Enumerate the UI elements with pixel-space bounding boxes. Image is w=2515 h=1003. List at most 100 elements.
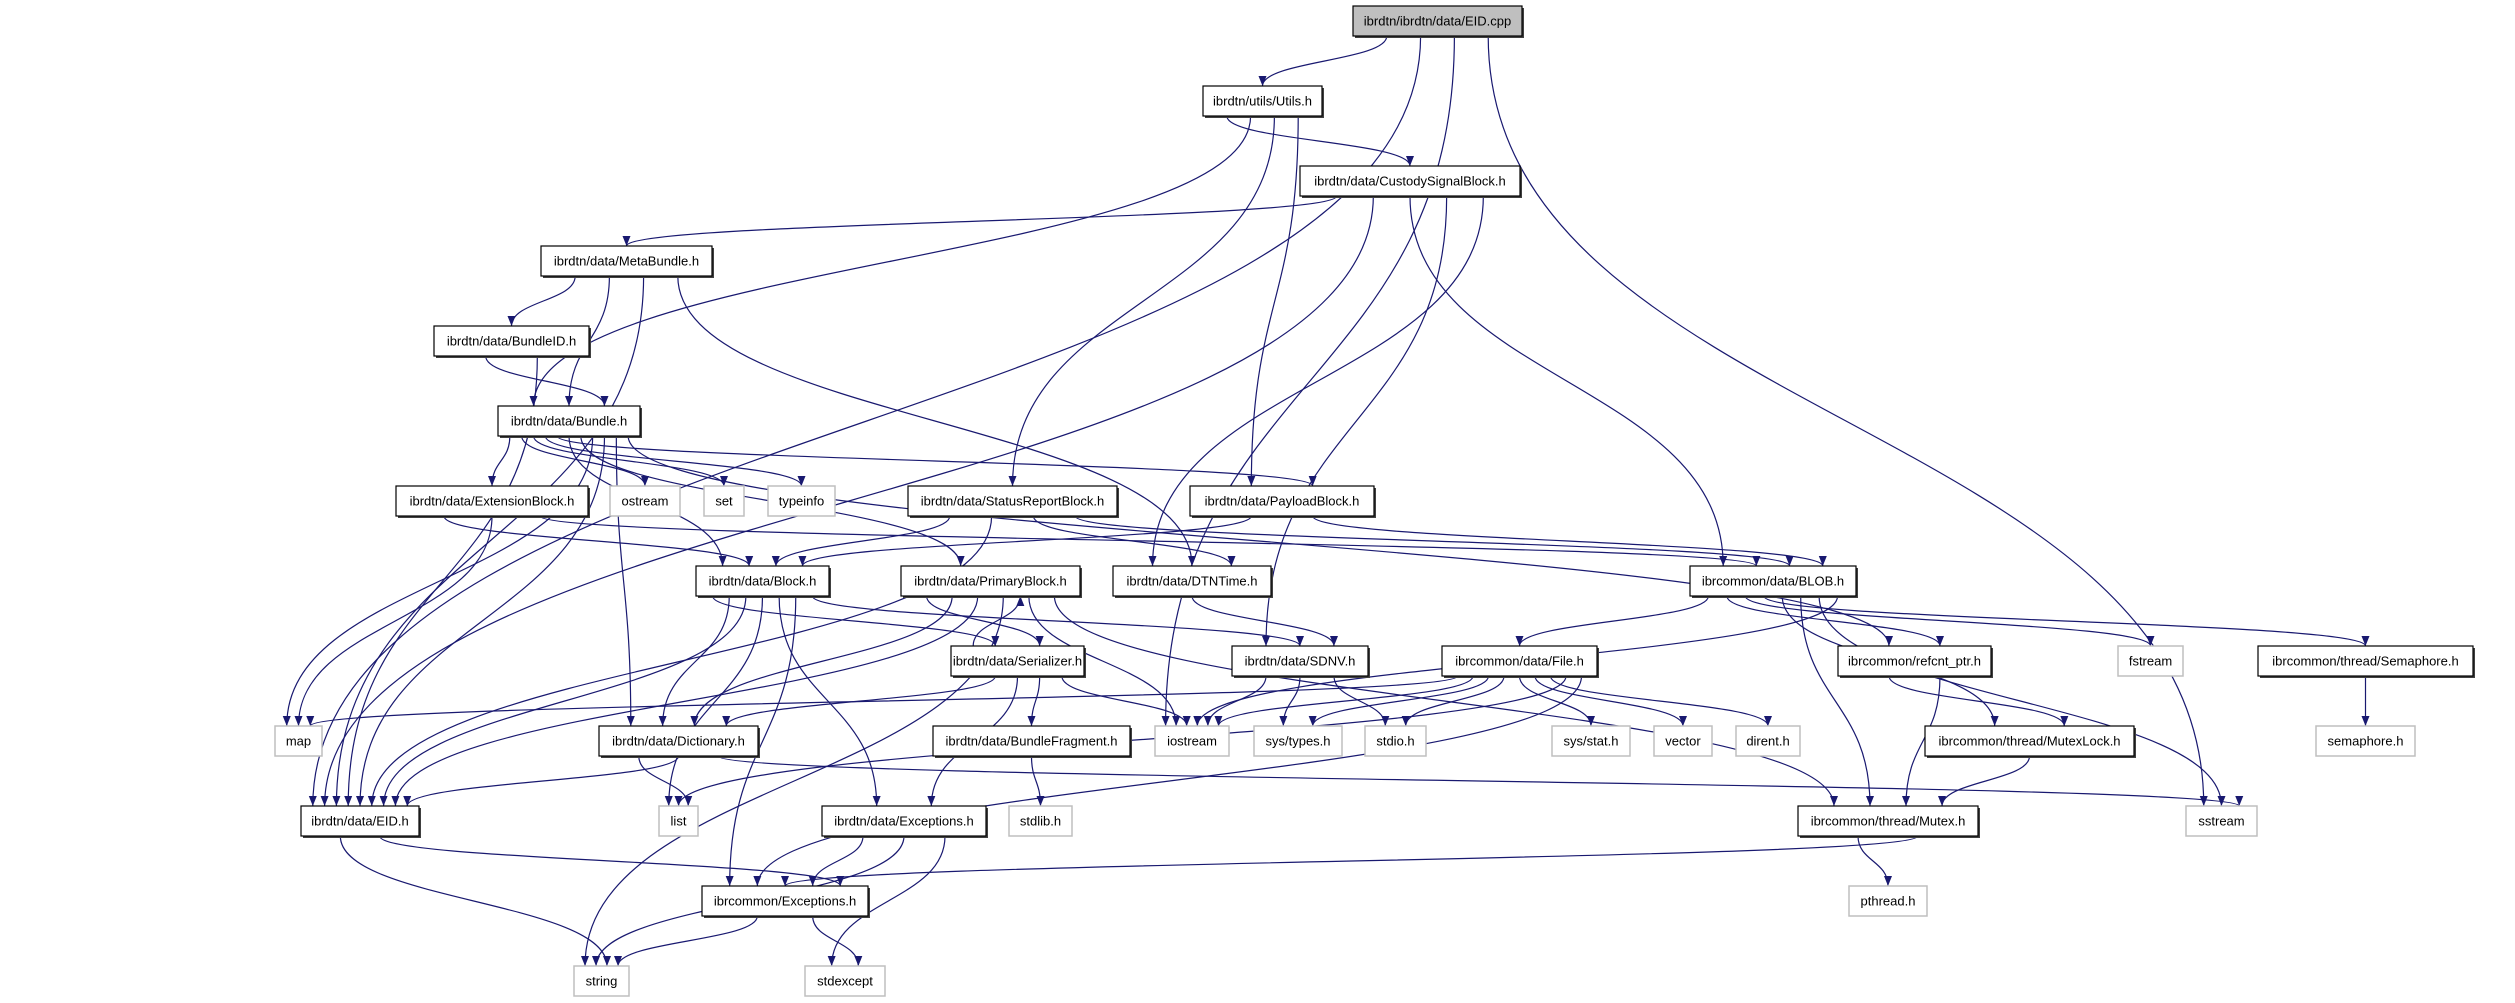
edge-mutexlock-to-mutex [1938,755,2031,807]
node-label: set [715,494,733,509]
node-bundleid[interactable]: ibrdtn/data/BundleID.h [433,325,591,358]
node-box [821,805,987,837]
node-box [609,485,681,517]
node-refcnt[interactable]: ibrcommon/refcnt_ptr.h [1837,645,1993,678]
edge-file-to-vector [1534,675,1687,727]
node-label: sstream [2198,814,2244,829]
node-mutexlock[interactable]: ibrcommon/thread/MutexLock.h [1924,725,2136,758]
node-set: set [703,485,745,517]
nodes-layer: ibrdtn/ibrdtn/data/EID.cpp ibrdtn/utils/U… [274,5,2475,997]
edge-utils-to-payload [1247,115,1299,487]
node-label: ibrdtn/data/MetaBundle.h [554,254,699,269]
node-stdio: stdio.h [1364,725,1427,757]
node-ostream: ostream [609,485,681,517]
node-label: ibrdtn/data/PayloadBlock.h [1205,494,1360,509]
node-mutex[interactable]: ibrcommon/thread/Mutex.h [1797,805,1980,838]
node-label: dirent.h [1746,734,1789,749]
node-dictionary[interactable]: ibrdtn/data/Dictionary.h [598,725,760,758]
node-utils[interactable]: ibrdtn/utils/Utils.h [1202,85,1324,118]
node-label: ibrcommon/data/File.h [1455,654,1584,669]
edge-dictionary-to-list [638,755,693,807]
edge-metabundle-to-eid_h [332,275,645,807]
node-extblock[interactable]: ibrdtn/data/ExtensionBlock.h [395,485,590,518]
node-eid_h[interactable]: ibrdtn/data/EID.h [300,805,421,838]
node-block[interactable]: ibrdtn/data/Block.h [695,565,831,598]
edge-bundle-to-extblock [488,435,511,487]
node-box [1797,805,1979,837]
edge-block-to-serializer [712,595,1000,647]
node-label: stdlib.h [1020,814,1061,829]
edge-serializer-to-bundlefragment [1027,675,1041,727]
node-label: typeinfo [779,494,825,509]
edge-eid_cpp-to-sstream [1487,35,2208,807]
edge-block-to-ibrexceptions [725,595,797,887]
edge-block-to-list [664,595,764,807]
node-box [1837,645,1992,677]
edge-mutex-to-pthread [1857,835,1892,887]
node-box [701,885,869,917]
node-primary[interactable]: ibrdtn/data/PrimaryBlock.h [900,565,1082,598]
node-label: semaphore.h [2328,734,2404,749]
node-label: ibrdtn/utils/Utils.h [1213,94,1312,109]
edges-layer [282,35,2370,967]
node-box [1352,5,1523,37]
node-statusreport[interactable]: ibrdtn/data/StatusReportBlock.h [907,485,1119,518]
node-iostream: iostream [1154,725,1230,757]
node-dtntime[interactable]: ibrdtn/data/DTNTime.h [1112,565,1273,598]
edge-extblock-to-blob [539,515,1760,567]
node-box [395,485,589,517]
node-label: ibrcommon/Exceptions.h [714,894,856,909]
node-blob[interactable]: ibrcommon/data/BLOB.h [1689,565,1858,598]
node-label: list [671,814,687,829]
node-stdexcept: stdexcept [804,965,886,997]
edge-bundle-to-refcnt [627,435,1893,647]
node-payload[interactable]: ibrdtn/data/PayloadBlock.h [1189,485,1376,518]
edge-file-to-ibrexceptions [753,675,1583,887]
node-serializer[interactable]: ibrdtn/data/Serializer.h [950,645,1086,678]
node-file[interactable]: ibrcommon/data/File.h [1441,645,1599,678]
edge-sdnv-to-iostream [1203,675,1267,727]
edge-eid_cpp-to-utils [1258,35,1388,87]
edge-utils-to-statusreport [1008,115,1275,487]
edge-custody-to-dtntime [1148,195,1484,567]
node-box [300,805,420,837]
node-bundle[interactable]: ibrdtn/data/Bundle.h [497,405,642,438]
edge-exceptions-to-stdexcept [827,835,946,967]
node-box [1299,165,1521,197]
edge-bundle-to-typeinfo [544,435,806,487]
node-label: stdexcept [817,974,873,989]
node-bundlefragment[interactable]: ibrdtn/data/BundleFragment.h [932,725,1132,758]
edge-blob-to-fstream [1744,595,2155,647]
node-map: map [274,725,323,757]
node-eid_cpp[interactable]: ibrdtn/ibrdtn/data/EID.cpp [1352,5,1524,38]
node-label: string [586,974,618,989]
node-label: ibrdtn/data/Serializer.h [953,654,1082,669]
node-label: ibrdtn/data/PrimaryBlock.h [914,574,1066,589]
node-semaphore[interactable]: ibrcommon/thread/Semaphore.h [2257,645,2475,678]
node-label: ibrdtn/data/Bundle.h [511,414,627,429]
edge-payload-to-block [798,515,1252,567]
edge-file-to-stdio [1401,675,1505,727]
node-metabundle[interactable]: ibrdtn/data/MetaBundle.h [540,245,714,278]
node-systypes: sys/types.h [1253,725,1343,757]
node-box [1008,805,1073,837]
node-exceptions[interactable]: ibrdtn/data/Exceptions.h [821,805,988,838]
edge-exceptions-to-ibrexceptions [808,835,864,887]
node-label: ibrcommon/refcnt_ptr.h [1848,654,1981,669]
edge-extblock-to-map [294,515,493,727]
edge-utils-to-custody [1226,115,1414,167]
edge-refcnt-to-mutex [1902,675,1941,807]
edge-dtntime-to-sdnv [1191,595,1338,647]
node-box [1653,725,1713,757]
edge-metabundle-to-dtntime [677,275,1196,567]
edge-metabundle-to-bundleid [507,275,576,327]
edge-block-to-exceptions [778,595,881,807]
node-stdlib: stdlib.h [1008,805,1073,837]
node-custody[interactable]: ibrdtn/data/CustodySignalBlock.h [1299,165,1522,198]
node-ibrexceptions[interactable]: ibrcommon/Exceptions.h [701,885,870,918]
node-sdnv[interactable]: ibrdtn/data/SDNV.h [1231,645,1370,678]
node-box [804,965,886,997]
node-box [598,725,759,757]
edge-eid_h-to-ibrexceptions [379,835,845,887]
node-box [703,485,745,517]
